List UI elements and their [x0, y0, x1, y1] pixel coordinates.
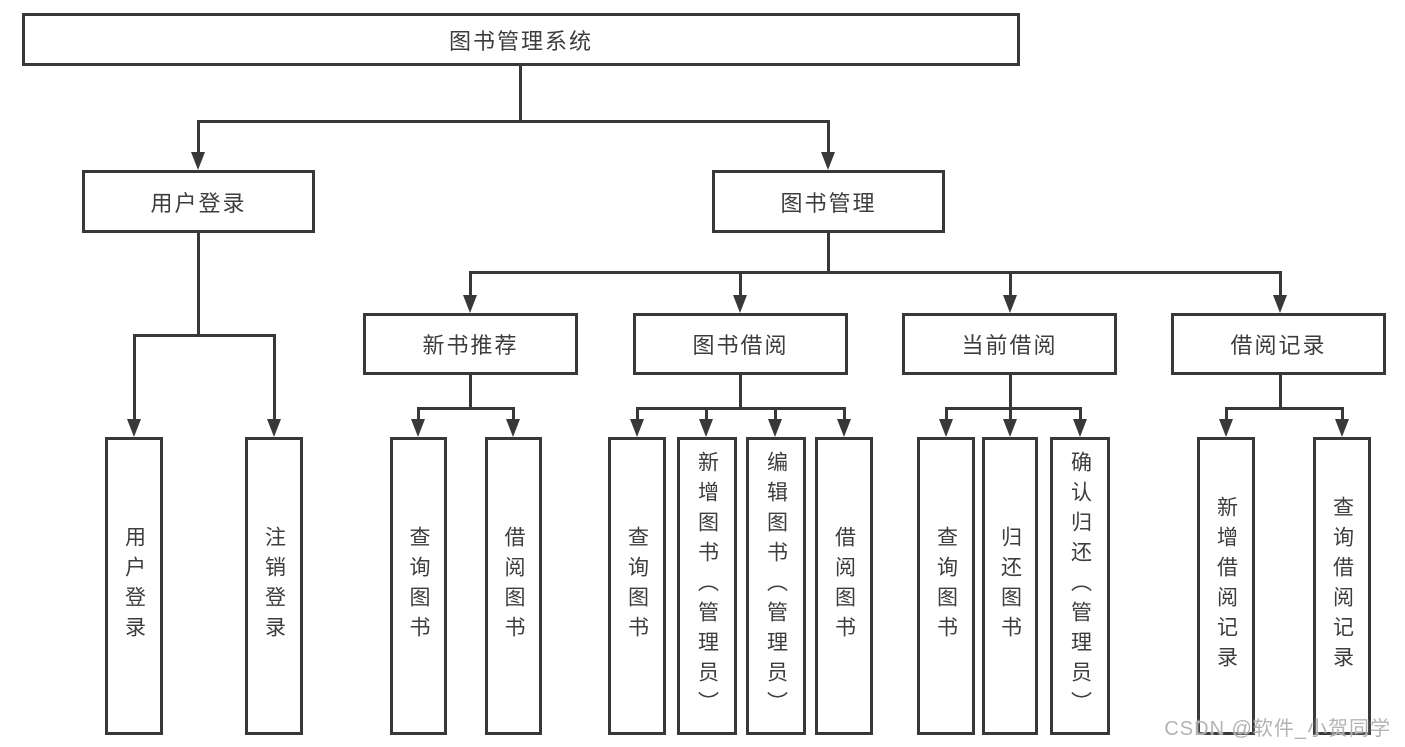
connector-line — [197, 120, 830, 123]
connector-line — [636, 407, 639, 421]
connector-line — [774, 407, 777, 421]
node-book-management: 图书管理 — [712, 170, 945, 233]
connector-line — [1279, 271, 1282, 299]
node-label: 编辑图书（管理员） — [764, 451, 788, 721]
connector-line — [197, 120, 200, 154]
connector-line — [273, 334, 276, 421]
node-logout: 注销登录 — [245, 437, 303, 735]
arrow-down-icon — [768, 419, 782, 437]
arrow-down-icon — [939, 419, 953, 437]
node-return-books: 归还图书 — [982, 437, 1038, 735]
connector-line — [1225, 407, 1228, 421]
connector-line — [843, 407, 846, 421]
node-borrow-books-1: 借阅图书 — [485, 437, 542, 735]
arrow-down-icon — [837, 419, 851, 437]
arrow-down-icon — [1003, 295, 1017, 313]
node-label: 新增图书（管理员） — [695, 451, 719, 721]
connector-line — [827, 120, 830, 154]
node-add-borrow-record: 新增借阅记录 — [1197, 437, 1255, 735]
node-edit-books-admin: 编辑图书（管理员） — [746, 437, 806, 735]
connector-line — [519, 66, 522, 121]
connector-line — [705, 407, 708, 421]
csdn-watermark: CSDN @软件_小贺同学 — [1164, 718, 1391, 740]
connector-line — [1009, 271, 1012, 299]
connector-line — [197, 233, 200, 336]
node-query-borrow-record: 查询借阅记录 — [1313, 437, 1371, 735]
connector-line — [469, 271, 1281, 274]
node-label: 借阅记录 — [1230, 333, 1327, 358]
node-label: 查询图书 — [407, 526, 430, 646]
node-query-books-1: 查询图书 — [390, 437, 447, 735]
node-current-borrowing: 当前借阅 — [902, 313, 1117, 375]
arrow-down-icon — [411, 419, 425, 437]
node-label: 查询借阅记录 — [1330, 496, 1354, 676]
node-label: 新增借阅记录 — [1214, 496, 1238, 676]
node-library-management-system: 图书管理系统 — [22, 13, 1020, 66]
arrow-down-icon — [1073, 419, 1087, 437]
arrow-down-icon — [733, 295, 747, 313]
arrow-down-icon — [191, 152, 205, 170]
arrow-down-icon — [699, 419, 713, 437]
node-label: 借阅图书 — [832, 526, 856, 646]
connector-line — [636, 407, 846, 410]
connector-line — [1225, 407, 1344, 410]
node-label: 图书管理系统 — [448, 28, 593, 54]
node-label: 用户登录 — [150, 190, 247, 216]
node-user-login: 用户登录 — [82, 170, 315, 233]
arrow-down-icon — [463, 295, 477, 313]
connector-line — [133, 334, 136, 421]
connector-line — [827, 233, 830, 274]
node-label: 查询图书 — [625, 526, 649, 646]
connector-line — [469, 271, 472, 299]
connector-line — [417, 407, 420, 421]
arrow-down-icon — [1003, 419, 1017, 437]
arrow-down-icon — [1335, 419, 1349, 437]
node-label: 确认归还（管理员） — [1068, 451, 1092, 721]
connector-line — [133, 334, 275, 337]
connector-line — [945, 407, 1082, 410]
arrow-down-icon — [506, 419, 520, 437]
connector-line — [512, 407, 515, 421]
node-label: 注销登录 — [262, 526, 286, 646]
arrow-down-icon — [1273, 295, 1287, 313]
arrow-down-icon — [267, 419, 281, 437]
node-label: 图书管理 — [780, 190, 877, 216]
node-query-books-2: 查询图书 — [608, 437, 666, 735]
node-label: 用户登录 — [122, 526, 146, 646]
node-label: 归还图书 — [998, 526, 1022, 646]
node-label: 图书借阅 — [692, 333, 789, 358]
connector-line — [417, 407, 515, 410]
node-label: 查询图书 — [934, 526, 958, 646]
connector-line — [945, 407, 948, 421]
node-confirm-return-admin: 确认归还（管理员） — [1050, 437, 1110, 735]
node-label: 当前借阅 — [961, 333, 1058, 358]
arrow-down-icon — [630, 419, 644, 437]
arrow-down-icon — [1219, 419, 1233, 437]
connector-line — [739, 375, 742, 409]
node-book-borrowing: 图书借阅 — [633, 313, 848, 375]
node-label: 借阅图书 — [502, 526, 525, 646]
connector-line — [739, 271, 742, 299]
node-user-login-leaf: 用户登录 — [105, 437, 163, 735]
connector-line — [1341, 407, 1344, 421]
node-borrow-books-2: 借阅图书 — [815, 437, 873, 735]
connector-line — [1009, 375, 1012, 409]
node-query-books-3: 查询图书 — [917, 437, 975, 735]
connector-line — [1009, 407, 1012, 421]
node-new-book-recommend: 新书推荐 — [363, 313, 578, 375]
connector-line — [469, 375, 472, 409]
node-label: 新书推荐 — [422, 333, 519, 358]
node-borrowing-records: 借阅记录 — [1171, 313, 1386, 375]
connector-line — [1279, 375, 1282, 409]
arrow-down-icon — [821, 152, 835, 170]
node-add-books-admin: 新增图书（管理员） — [677, 437, 737, 735]
arrow-down-icon — [127, 419, 141, 437]
connector-line — [1079, 407, 1082, 421]
